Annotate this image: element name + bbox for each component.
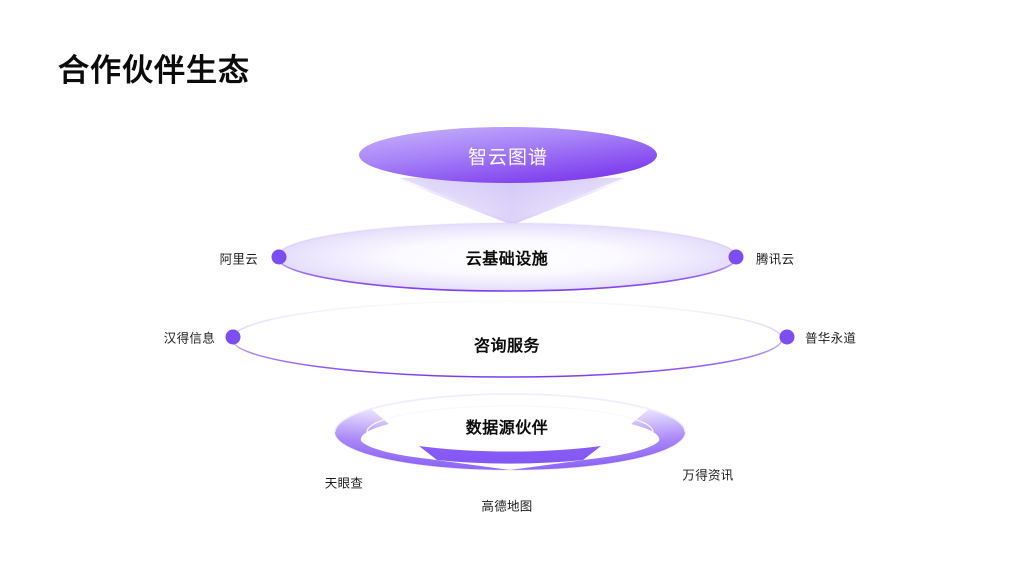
- layer-label-data-source-partners: 数据源伙伴: [465, 420, 549, 437]
- layer-label-cloud-infrastructure: 云基础设施: [465, 251, 549, 268]
- partner-label-hand-enterprise: 汉得信息: [163, 331, 215, 346]
- partner-node-dots: [225, 249, 795, 345]
- partner-label-pwc: 普华永道: [805, 331, 857, 346]
- layer-label-consulting-services: 咨询服务: [473, 338, 541, 355]
- page-title: 合作伙伴生态: [58, 53, 250, 88]
- dot-tencent: [728, 249, 744, 265]
- partner-label-wind-info: 万得资讯: [682, 468, 734, 483]
- dot-hand: [225, 329, 241, 345]
- layer-label-platform: 智云图谱: [467, 147, 549, 169]
- funnel-connector: [388, 176, 636, 225]
- partner-label-amap: 高德地图: [481, 499, 533, 514]
- dot-pwc: [779, 329, 795, 345]
- partner-label-aliyun: 阿里云: [219, 252, 258, 267]
- layer-platform-ellipse: [359, 127, 657, 183]
- dot-aliyun: [271, 249, 287, 265]
- partner-label-tianyancha: 天眼查: [324, 476, 364, 491]
- partner-label-tencent-cloud: 腾讯云: [756, 252, 795, 267]
- layer-data-source-ring: [334, 393, 686, 471]
